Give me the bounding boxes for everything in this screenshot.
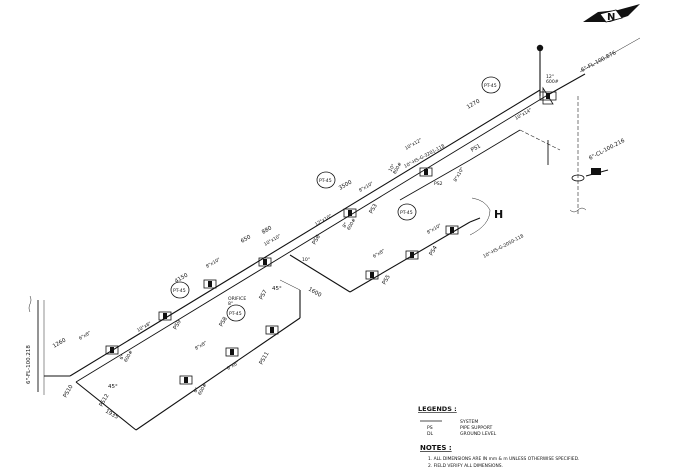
upper-right-branch [469,129,561,165]
gate-valve-icon [265,325,279,335]
pipe-support-label: PS4 [429,245,440,257]
reducer-tag: 6"x8" [226,360,240,372]
instrument-bubble: PT-45 [170,281,190,299]
line-number-label: 6"-CL-100.216 [588,138,626,162]
dimension-label: 1600 [307,287,323,299]
dimension-label: 1935 [104,409,120,421]
north-arrow-icon: N [583,4,640,23]
bubble-tag: PT-45 [229,311,242,317]
legend-item-symbol: DL [427,431,434,437]
reducer-tag: 8"x8" [194,340,208,352]
dimension-label: 45° [108,384,118,390]
valve-tag: 10"800# [388,159,404,176]
north-arrow-letter: N [607,12,615,23]
gate-valve-icon [445,225,459,235]
pipe-support-label: PS12 [99,393,111,408]
valve-tag: 8"600# [342,215,358,232]
legend-item-symbol: PS [427,425,433,431]
valve-tag: 12"600# [546,74,559,85]
gate-valve-icon [203,279,217,289]
instrument-bubbles: PT-45 PT-45 PT-45 PT-45 PT-45 [170,76,501,322]
reducer-tag: 10" [302,257,310,263]
svg-text:H: H [494,208,503,221]
gate-valve-icon [365,270,379,280]
gate-valve-icon [419,167,433,177]
instrument-bubble: PT-45 [481,76,501,94]
dimension-label: 3500 [338,179,354,191]
bubble-tag: PT-45 [484,83,497,89]
break-line-right [569,207,587,213]
valve-tag: 8"x10" [205,257,222,270]
notes-title: NOTES : [420,444,452,452]
dimension-label: 1270 [466,98,482,110]
valve-symbols [105,86,557,385]
notes-block: NOTES : 1. ALL DIMENSIONS ARE IN mm & m … [420,444,579,469]
pipe-support-label: PS3 [369,203,380,215]
legend-block: LEGENDS : SYSTEM PS PIPE SUPPORT DL GROU… [418,405,497,437]
pipe-support-label: PS10 [63,384,75,399]
gate-valve-icon [405,250,419,260]
pipe-support-label: PS6 [312,234,323,246]
valve-tag: 6"x8" [372,248,386,260]
upper-branch-pipe: H [399,159,503,236]
dimension-label: 45° [272,286,282,292]
pipe-support-label: PS2 [434,181,443,187]
gate-valve-icon [343,208,357,218]
valve-tag: 12"x10" [314,213,333,228]
pipe-support-label: PS5 [382,274,393,286]
pipe-support-label: PS9 [173,319,184,331]
lower-branch-pipe [75,279,301,431]
gate-valve-icon [539,86,557,105]
main-header-pipe [69,37,641,383]
dimension-label: 880 [261,225,274,236]
line-number-label: 10"-HS-G-2050-118 [482,233,525,260]
legend-item-text: PIPE SUPPORT [460,425,493,431]
gate-valve-icon [158,311,172,321]
gate-valve-icon [105,345,119,355]
bubble-tag: PT-45 [173,288,186,294]
valve-tag: 6"600# [193,380,209,397]
pipe-support-label: PS11 [259,351,271,366]
note-line: 2. FIELD VERIFY ALL DIMENSIONS. [428,463,503,469]
valve-tag: 10"x10" [263,233,282,248]
valve-tag: 6"x8" [78,330,92,342]
pipe-support-label: PS8 [219,316,230,328]
valve-tag: 8"x10" [426,223,443,236]
line-number-label: 6"-FL-100.218 [26,345,32,384]
legend-item-text: GROUND LEVEL [460,431,497,437]
note-line: 1. ALL DIMENSIONS ARE IN mm & m UNLESS O… [428,456,579,462]
bubble-tag: PT-45 [400,210,413,216]
valve-tag: 6"600# [119,347,135,364]
gate-valve-icon [258,257,272,267]
legend-item-text: SYSTEM [460,419,478,425]
pipe-support-label: PS1 [470,143,482,153]
dimension-label: 1260 [52,337,68,349]
gate-valve-icon [225,347,239,357]
instrument-bubble: PT-45 [226,304,246,322]
bubble-tag: PT-45 [319,178,332,184]
instrument-bubble: PT-45 [397,203,417,221]
reducer-tag: 10"x8" [136,321,153,334]
valve-tag: 10"x12" [404,137,423,152]
vent-cap-icon [536,44,544,52]
pipe-support-label: PS7 [259,289,270,301]
dimension-label: 650 [240,234,253,245]
gate-valve-icon [179,375,193,385]
legend-title: LEGENDS : [418,405,457,413]
line-number-label: 6"-FL-100.876 [580,50,618,74]
left-vertical-pipe [37,300,70,395]
break-line-left [28,295,32,313]
instrument-bubble: PT-45 [316,171,336,189]
